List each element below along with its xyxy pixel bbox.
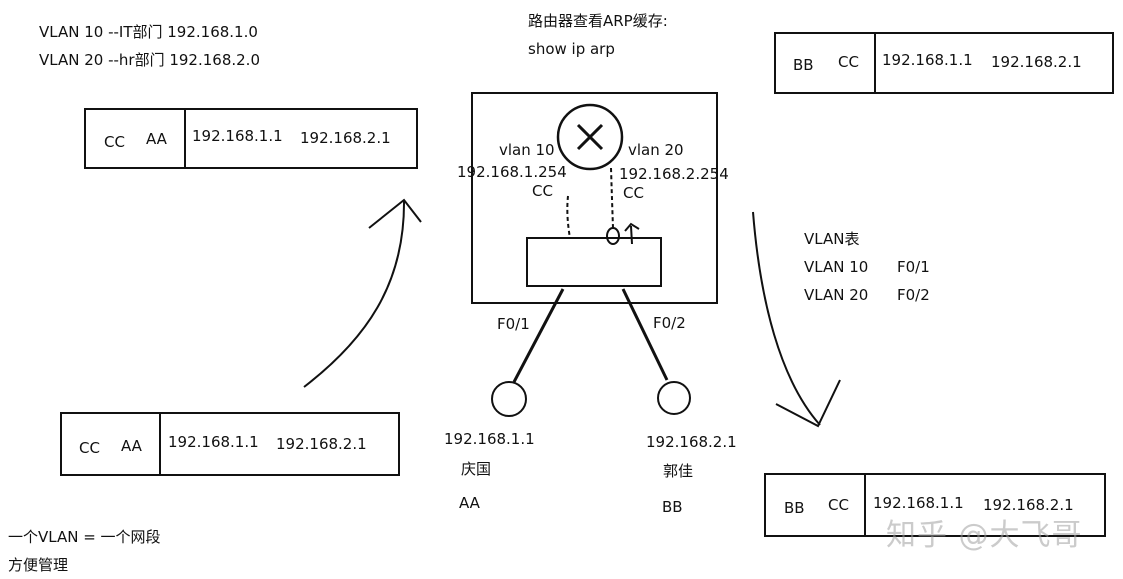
vlan10-subinterface-link xyxy=(566,195,571,239)
vlan-table-row-port: F0/1 xyxy=(897,258,930,276)
legend-vlan10: VLAN 10 --IT部门 192.168.1.0 xyxy=(39,23,258,41)
host-right-icon xyxy=(657,381,691,415)
frame-top-left-mac-divider xyxy=(84,108,186,169)
frame-bottom-left-mac2: AA xyxy=(121,437,142,455)
router-vlan10-ip: 192.168.1.254 xyxy=(457,163,567,181)
port-f0-1-label: F0/1 xyxy=(497,315,530,333)
frame-bottom-left xyxy=(60,412,400,476)
frame-bottom-right-mac-divider xyxy=(764,473,866,537)
frame-bottom-left-ip1: 192.168.1.1 xyxy=(168,433,259,451)
host-right-name: 郭佳 xyxy=(663,462,694,480)
footer-line1: 一个VLAN = 一个网段 xyxy=(8,528,161,546)
vlan-table-row-port: F0/2 xyxy=(897,286,930,304)
link-f0-2 xyxy=(621,288,669,381)
frame-top-right-mac2: CC xyxy=(838,53,859,71)
router-icon xyxy=(556,103,624,171)
vlan-table-row-vlan: VLAN 20 xyxy=(804,286,869,304)
frame-top-right-mac1: BB xyxy=(793,56,814,74)
legend-vlan20: VLAN 20 --hr部门 192.168.2.0 xyxy=(39,51,260,69)
frame-bottom-right-ip2: 192.168.2.1 xyxy=(983,496,1074,514)
frame-top-left-ip1: 192.168.1.1 xyxy=(192,127,283,145)
footer-line2: 方便管理 xyxy=(8,556,69,574)
frame-top-left-mac1: CC xyxy=(104,133,125,151)
frame-top-left-mac2: AA xyxy=(146,130,167,148)
frame-bottom-right-ip1: 192.168.1.1 xyxy=(873,494,964,512)
host-left-ip: 192.168.1.1 xyxy=(444,430,535,448)
port-f0-2-label: F0/2 xyxy=(653,314,686,332)
host-left-mac: AA xyxy=(459,494,480,512)
host-left-name: 庆国 xyxy=(461,460,492,478)
watermark: 知乎 @大飞哥 xyxy=(886,518,1083,553)
router-vlan10-mac: CC xyxy=(532,182,553,200)
frame-bottom-right xyxy=(764,473,1106,537)
frame-bottom-right-mac2: CC xyxy=(828,496,849,514)
host-left-icon xyxy=(491,381,527,417)
frame-top-right-mac-divider xyxy=(774,32,876,94)
frame-bottom-right-mac1: BB xyxy=(784,499,805,517)
host-right-ip: 192.168.2.1 xyxy=(646,433,737,451)
vlan-table-row-vlan: VLAN 10 xyxy=(804,258,869,276)
frame-top-right-ip2: 192.168.2.1 xyxy=(991,53,1082,71)
network-device-enclosure xyxy=(471,92,718,304)
frame-bottom-left-mac1: CC xyxy=(79,439,100,457)
router-vlan10-label: vlan 10 xyxy=(499,141,555,159)
arrow-up-left xyxy=(303,199,406,388)
frame-top-left xyxy=(84,108,418,169)
frame-top-right-ip1: 192.168.1.1 xyxy=(882,51,973,69)
vlan-table-title: VLAN表 xyxy=(804,230,860,248)
router-vlan20-ip: 192.168.2.254 xyxy=(619,165,729,183)
link-f0-1 xyxy=(512,288,565,383)
router-arp-note: 路由器查看ARP缓存: xyxy=(528,12,668,30)
frame-top-left-ip2: 192.168.2.1 xyxy=(300,129,391,147)
frame-top-right xyxy=(774,32,1114,94)
host-right-mac: BB xyxy=(662,498,683,516)
switch-box xyxy=(526,237,662,287)
frame-bottom-left-ip2: 192.168.2.1 xyxy=(276,435,367,453)
frame-bottom-left-mac-divider xyxy=(60,412,161,476)
router-vlan20-mac: CC xyxy=(623,184,644,202)
router-vlan20-label: vlan 20 xyxy=(628,141,684,159)
router-arp-command: show ip arp xyxy=(528,40,615,58)
vlan20-subinterface-link xyxy=(610,167,614,229)
arrow-down-right xyxy=(752,211,821,426)
